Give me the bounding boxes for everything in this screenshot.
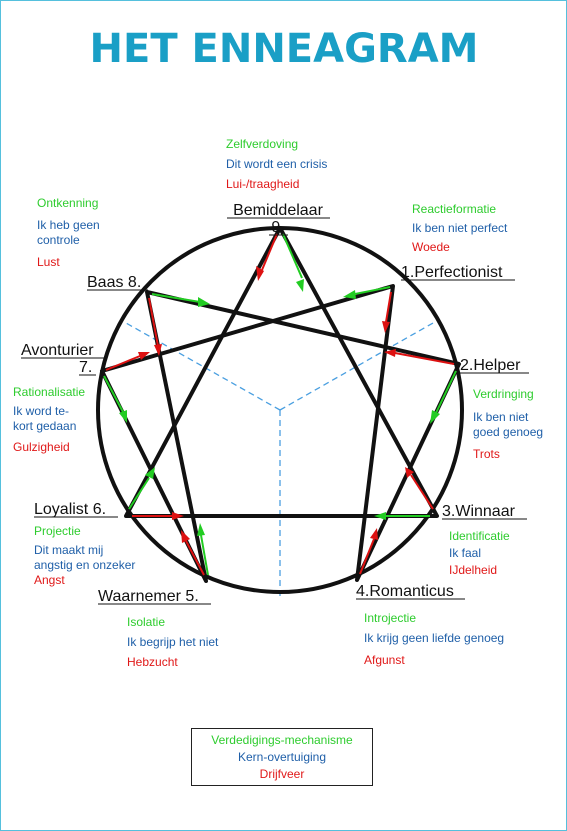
hexad-lines xyxy=(100,284,461,583)
type-7-belief-line2: kort gedaan xyxy=(13,419,76,433)
type-9-belief: Dit wordt een crisis xyxy=(226,157,327,171)
type-5-label: Waarnemer 5. xyxy=(98,588,199,605)
arrow-green-3-6 xyxy=(374,512,386,520)
type-1-belief: Ik ben niet perfect xyxy=(412,221,508,235)
arrow-red-2-8 xyxy=(384,349,396,357)
type-4-defense: Introjectie xyxy=(364,611,416,625)
type-2-belief-line1: Ik ben niet xyxy=(473,410,529,424)
type-3-belief: Ik faal xyxy=(449,546,481,560)
type-6-belief-line2: angstig en onzeker xyxy=(34,558,135,572)
type-5-belief: Ik begrijp het niet xyxy=(127,635,219,649)
arrow-red-8-5 xyxy=(154,344,162,356)
type-5-defense: Isolatie xyxy=(127,615,165,629)
legend-drive: Drijfveer xyxy=(259,767,305,781)
type-8-belief-line1: Ik heb geen xyxy=(37,218,100,232)
arrow-green-5-8 xyxy=(197,523,205,536)
type-1-drive: Woede xyxy=(412,240,450,254)
arrow-green-7-5 xyxy=(119,410,127,423)
arrow-red-5-7 xyxy=(181,530,190,543)
type-7-drive: Gulzigheid xyxy=(13,440,70,454)
arrow-red-1-4 xyxy=(382,321,390,333)
arrow-red-3-9 xyxy=(405,467,414,478)
type-9-defense: Zelfverdoving xyxy=(226,137,298,151)
type-8-label: Baas 8. xyxy=(87,274,141,291)
arrow-red-9-6 xyxy=(256,266,264,281)
legend-defense: Verdedigings-mechanisme xyxy=(211,733,353,747)
center-line-nw xyxy=(125,322,281,411)
type-9-number: 9. xyxy=(271,219,284,236)
arrow-green-2-4 xyxy=(430,410,440,424)
arrow-green-9-3 xyxy=(296,279,304,292)
arrow-green-1-7 xyxy=(343,290,356,299)
type-labels: Bemiddelaar 9. 1.Perfectionist 2.Helper … xyxy=(21,202,529,605)
type-3-defense: Identificatie xyxy=(449,529,510,543)
arrow-red-6-3 xyxy=(172,512,184,520)
annotations: Zelfverdoving Dit wordt een crisis Lui-/… xyxy=(13,137,543,669)
type-4-label: 4.Romanticus xyxy=(356,583,454,600)
page-title: HET ENNEAGRAM xyxy=(90,26,479,72)
type-2-drive: Trots xyxy=(473,447,500,461)
arrow-green-8-1 xyxy=(198,297,210,307)
type-7-label: Avonturier xyxy=(21,342,94,359)
arrow-red-7-1 xyxy=(138,352,150,360)
type-3-drive: IJdelheid xyxy=(449,563,497,577)
type-4-drive: Afgunst xyxy=(364,653,405,667)
type-4-belief: Ik krijg geen liefde genoeg xyxy=(364,631,504,645)
type-6-belief-line1: Dit maakt mij xyxy=(34,543,103,557)
type-1-label: 1.Perfectionist xyxy=(401,264,503,281)
type-8-defense: Ontkenning xyxy=(37,196,98,210)
type-2-label: 2.Helper xyxy=(460,357,521,374)
type-8-drive: Lust xyxy=(37,255,60,269)
legend-belief: Kern-overtuiging xyxy=(237,750,327,764)
type-9-drive: Lui-/traagheid xyxy=(226,177,299,191)
type-6-defense: Projectie xyxy=(34,524,81,538)
type-6-label: Loyalist 6. xyxy=(34,501,106,518)
center-lines xyxy=(125,322,434,596)
type-7-belief-line1: Ik word te- xyxy=(13,404,69,418)
direction-arrows xyxy=(103,233,457,576)
type-6-drive: Angst xyxy=(34,573,65,587)
type-2-defense: Verdringing xyxy=(473,387,534,401)
legend-box: Verdedigings-mechanisme Kern-overtuiging… xyxy=(191,728,373,786)
type-1-defense: Reactieformatie xyxy=(412,202,496,216)
type-3-label: 3.Winnaar xyxy=(442,503,516,520)
inner-triangle xyxy=(124,226,439,518)
type-7-defense: Rationalisatie xyxy=(13,385,85,399)
type-5-drive: Hebzucht xyxy=(127,655,178,669)
type-2-belief-line2: goed genoeg xyxy=(473,425,543,439)
arrow-green-6-9 xyxy=(145,467,155,479)
type-8-belief-line2: controle xyxy=(37,233,80,247)
type-7-number: 7. xyxy=(79,359,92,376)
type-9-label: Bemiddelaar xyxy=(233,202,324,219)
arrow-red-4-2 xyxy=(370,528,378,540)
